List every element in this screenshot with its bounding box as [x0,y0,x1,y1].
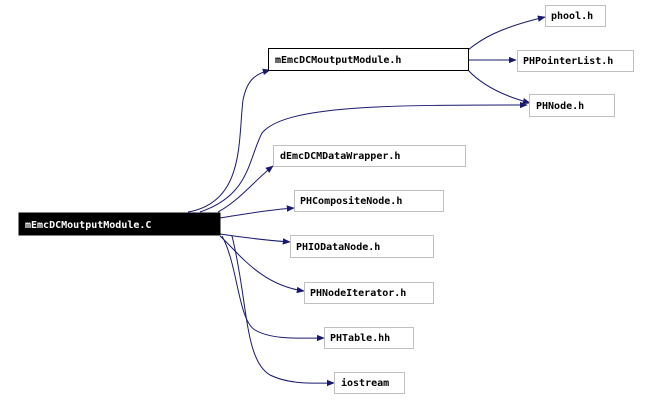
node-root-label: mEmcDCMoutputModule.C [25,220,151,231]
edge-root-to-iostream [231,235,335,387]
edge-root-to-phnode [199,101,528,213]
node-phnode-label: PHNode.h [536,101,584,112]
node-module-h-label: mEmcDCMoutputModule.h [275,55,401,66]
nodes-group: mEmcDCMoutputModule.C mEmcDCMoutputModul… [18,5,634,394]
edge-root-to-datawrapper [217,165,274,213]
node-phtable-label: PHTable.hh [330,333,390,344]
node-nodeiterator-label: PHNodeIterator.h [310,288,406,299]
node-module-h[interactable]: mEmcDCMoutputModule.h [268,48,469,71]
node-root[interactable]: mEmcDCMoutputModule.C [18,212,221,236]
node-pointerlist-label: PHPointerList.h [523,55,613,67]
edge-module-h-to-phnode [467,69,531,105]
node-compositenode[interactable]: PHCompositeNode.h [294,190,444,212]
node-nodeiterator[interactable]: PHNodeIterator.h [304,282,434,304]
edge-root-to-iodatanode [219,233,291,245]
node-iostream[interactable]: iostream [334,372,405,394]
edge-module-h-to-phool [467,15,546,51]
node-phtable[interactable]: PHTable.hh [324,327,414,349]
edge-root-to-compositenode [219,205,295,219]
edge-root-to-module-h [187,68,271,213]
node-datawrapper-label: dEmcDCMDataWrapper.h [280,151,400,162]
node-iodatanode-label: PHIODataNode.h [296,242,380,253]
node-phnode[interactable]: PHNode.h [529,94,615,117]
node-iostream-label: iostream [341,377,389,389]
edges-group [187,15,546,387]
node-datawrapper[interactable]: dEmcDCMDataWrapper.h [273,145,466,167]
edge-root-to-phtable [221,235,325,342]
node-phool-label: phool.h [551,11,593,22]
edge-root-to-nodeiterator [219,235,305,294]
node-compositenode-label: PHCompositeNode.h [300,195,402,207]
node-pointerlist[interactable]: PHPointerList.h [517,50,634,72]
node-phool[interactable]: phool.h [545,5,606,27]
node-iodatanode[interactable]: PHIODataNode.h [290,235,434,258]
